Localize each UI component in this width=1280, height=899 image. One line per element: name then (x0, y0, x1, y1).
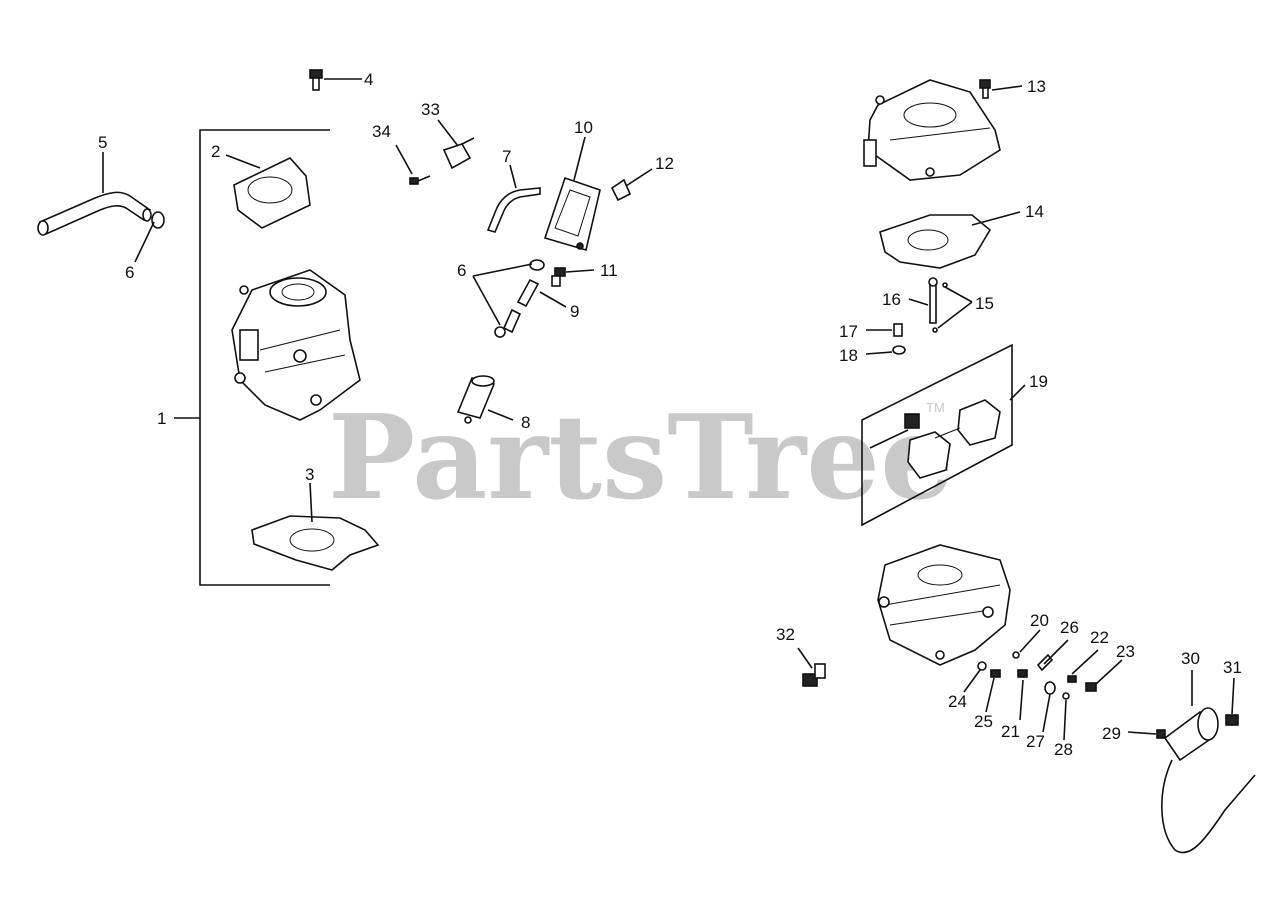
callout-27: 27 (1026, 732, 1045, 751)
callout-6a: 6 (125, 263, 134, 282)
callout-6b: 6 (457, 261, 466, 280)
carburetor-lower-body-part[interactable] (877, 544, 1011, 666)
callout-10: 10 (574, 118, 593, 137)
callout-1: 1 (157, 409, 166, 428)
callout-12: 12 (655, 154, 674, 173)
hose-part[interactable] (37, 191, 152, 236)
callout-25: 25 (974, 712, 993, 731)
small-screw-part[interactable] (409, 175, 431, 185)
callout-21: 21 (1001, 722, 1020, 741)
callout-32: 32 (776, 625, 795, 644)
solenoid-part[interactable] (1156, 707, 1256, 854)
screw-top-right-part[interactable] (979, 79, 991, 99)
fitting-part[interactable] (551, 267, 566, 287)
watermark-trademark: TM (926, 400, 945, 415)
needle-pin-part[interactable] (928, 277, 948, 333)
clamp-middle-part[interactable] (494, 259, 545, 338)
leader-lines (102, 78, 1235, 741)
callout-9: 9 (570, 302, 579, 321)
callout-5: 5 (98, 133, 107, 152)
assembly-bracket (174, 129, 330, 586)
fuel-hose-part[interactable] (486, 187, 541, 233)
callout-7: 7 (502, 147, 511, 166)
gasket-bottom-part[interactable] (251, 515, 380, 571)
callout-4: 4 (364, 70, 373, 89)
callout-3: 3 (305, 465, 314, 484)
gasket-top-part[interactable] (233, 157, 311, 229)
callout-labels: 1 2 3 4 5 6 6 7 8 9 10 11 12 13 14 15 16… (98, 70, 1242, 759)
clamp-part[interactable] (151, 211, 165, 229)
lower-screw-part[interactable] (802, 663, 826, 687)
washer-part[interactable] (892, 345, 906, 355)
callout-18: 18 (839, 346, 858, 365)
screw-part[interactable] (309, 69, 323, 91)
callout-11: 11 (600, 261, 618, 280)
seat-part[interactable] (893, 323, 903, 337)
fuel-filter-part[interactable] (456, 375, 496, 424)
callout-8: 8 (521, 413, 530, 432)
clip-part[interactable] (610, 178, 632, 202)
callout-15: 15 (975, 294, 994, 313)
callout-13: 13 (1027, 77, 1046, 96)
elbow-fitting-part[interactable] (442, 137, 475, 170)
callout-17: 17 (839, 322, 858, 341)
fuel-pump-part[interactable] (543, 176, 601, 252)
carburetor-top-body-part[interactable] (863, 79, 1001, 181)
callout-22: 22 (1090, 628, 1109, 647)
callout-33: 33 (421, 100, 440, 119)
callout-20: 20 (1030, 611, 1049, 630)
carburetor-assembly-part[interactable] (231, 269, 361, 421)
callout-26: 26 (1060, 618, 1079, 637)
callout-2: 2 (211, 142, 220, 161)
callout-29: 29 (1102, 724, 1121, 743)
callout-31: 31 (1223, 658, 1242, 677)
callout-34: 34 (372, 122, 391, 141)
callout-23: 23 (1116, 642, 1135, 661)
callout-16: 16 (882, 290, 901, 309)
callout-24: 24 (948, 692, 967, 711)
watermark-text: PartsTree (328, 390, 954, 526)
small-parts-row[interactable] (977, 651, 1097, 700)
callout-28: 28 (1054, 740, 1073, 759)
callout-19: 19 (1029, 372, 1048, 391)
float-gasket-part[interactable] (879, 214, 992, 269)
callout-14: 14 (1025, 202, 1044, 221)
callout-30: 30 (1181, 649, 1200, 668)
float-assembly-part[interactable] (861, 343, 1013, 527)
